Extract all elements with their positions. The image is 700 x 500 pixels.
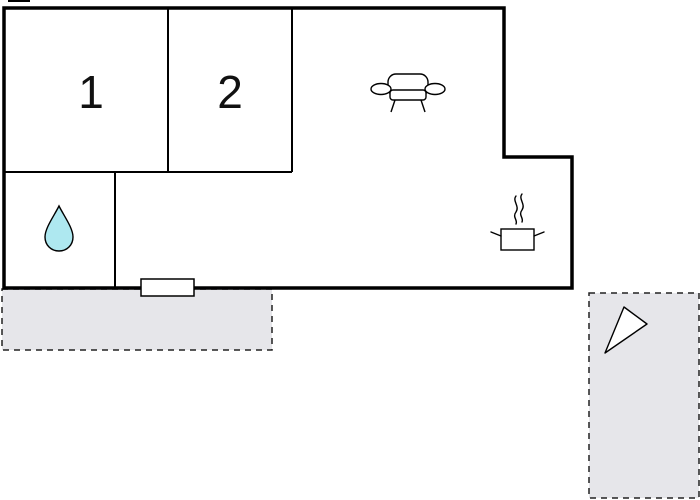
entrance-door	[140, 278, 195, 297]
terrace-right	[588, 292, 700, 499]
cooking-pot-icon	[490, 193, 545, 251]
compass-arrow-icon	[604, 306, 648, 354]
sofa-icon	[370, 73, 446, 113]
room-label-2: 2	[217, 66, 243, 118]
water-drop-icon	[44, 204, 74, 252]
terrace-left	[1, 288, 273, 351]
house-outer-wall	[2, 6, 574, 290]
room-label-1: 1	[78, 66, 104, 118]
